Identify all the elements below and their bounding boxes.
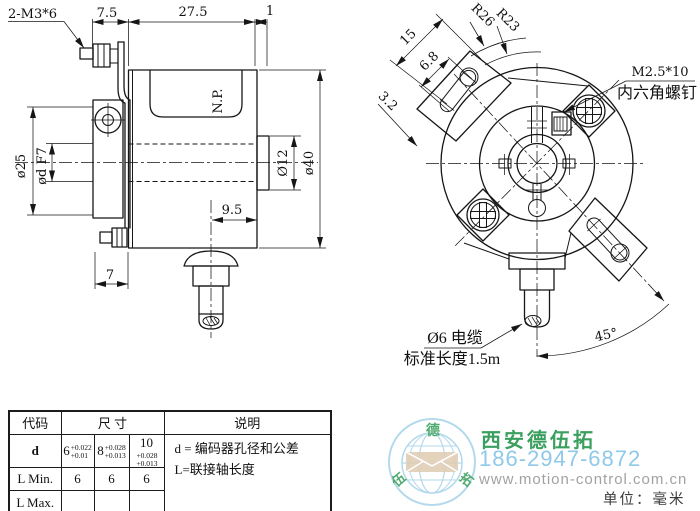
r23-arc (484, 51, 542, 66)
top-dimensions: 7.5 27.5 1 (92, 4, 274, 66)
header-size: 尺 寸 (60, 410, 165, 435)
desc-cell: d = 编码器孔径和公差 L=联接轴长度 (163, 433, 332, 511)
d-value-6: 6+0.022+0.01 (60, 433, 95, 469)
dim-7: 7 (106, 268, 114, 283)
lmax-value-3 (128, 490, 165, 511)
side-cable-gland (183, 200, 239, 338)
front-cable-gland (508, 252, 566, 328)
unit-note: 单位：毫米 (603, 492, 686, 508)
row-label-lmax: L Max. (8, 490, 62, 511)
dim-1: 1 (266, 4, 274, 19)
encoder-body-outline (127, 69, 258, 249)
r26-arc (470, 37, 527, 57)
m25-type-label: 内六角螺钉 (617, 84, 697, 102)
dim-r23: R23 (493, 6, 522, 35)
cable-length-label: 标准长度1.5m (404, 350, 501, 368)
screw-boss-bottom-left (456, 188, 510, 242)
dim-dia40: ø40 (302, 151, 317, 175)
row-label-d: d (8, 433, 62, 469)
cable-label: Ø6 电缆 (427, 329, 483, 347)
mounting-bracket (79, 41, 131, 248)
desc-line-2: L=联接轴长度 (174, 461, 255, 477)
cable-callout: Ø6 电缆 标准长度1.5m (404, 323, 523, 368)
np-label: N.P. (211, 89, 226, 114)
dim-45deg: 45° (593, 326, 619, 345)
header-code: 代码 (8, 410, 62, 435)
bottom-screw-shaft (99, 231, 113, 244)
logo-char-top: 德 (426, 422, 440, 439)
mounting-ear-bottom-right (568, 197, 648, 282)
screw-callout: 2-M3*6 (8, 7, 85, 49)
left-diameter-dims: ø25 ød F7 (14, 106, 93, 216)
dim-6-8: 6.8 (417, 49, 442, 74)
lmax-value-1 (60, 490, 95, 511)
table-row: d 6+0.022+0.01 8+0.028+0.013 10+0.028+0.… (8, 433, 332, 511)
envelope-icon (406, 452, 458, 472)
dim-dia12: Ø12 (276, 149, 291, 176)
lmax-value-2 (93, 490, 130, 511)
right-diameter-dims: Ø12 ø40 (259, 69, 326, 249)
dim-3-2: 3.2 (375, 89, 400, 114)
m3-screw-head (92, 43, 111, 68)
dim-27-5: 27.5 (179, 5, 208, 20)
d-value-8: 8+0.028+0.013 (93, 433, 130, 469)
lmin-value-2: 6 (93, 467, 130, 492)
side-view: N.P. (8, 4, 326, 338)
misc-dims: 9.5 7 (94, 203, 257, 289)
dim-dia-d: ød F7 (35, 147, 50, 185)
slot-dimensions: 15 6.8 3.2 (375, 13, 482, 147)
website-url: www.motion-control.com.cn (479, 471, 688, 488)
lmin-value-1: 6 (60, 467, 95, 492)
m25-callout: M2.5*10 内六角螺钉 (563, 65, 697, 113)
table-header-row: 代码 尺 寸 说明 (8, 410, 332, 435)
45deg-ray (453, 73, 665, 302)
m3-screw-shaft (79, 47, 94, 60)
row-label-lmin: L Min. (8, 467, 62, 492)
screw-spec-label: 2-M3*6 (8, 7, 57, 22)
bottom-screw-head (111, 227, 128, 248)
np-pocket (149, 69, 243, 118)
front-view: 45° 15 6.8 3.2 R26 R23 M2.5*10 内六角螺钉 (375, 1, 697, 368)
spec-table: 代码 尺 寸 说明 d 6+0.022+0.01 8+0.028+0.013 1… (8, 410, 332, 511)
lmin-value-3: 6 (128, 467, 165, 492)
hub-slots (498, 107, 576, 217)
shaft-stub (256, 135, 270, 191)
table-row: L Max. (8, 490, 331, 511)
desc-line-1: d = 编码器孔径和公差 (174, 440, 299, 456)
table-row: L Min. 6 6 6 (8, 467, 331, 492)
dim-9-5: 9.5 (222, 203, 243, 218)
watermark-logo: 德 伍 拓 (388, 418, 476, 506)
d-value-10: 10+0.028+0.013 (128, 433, 165, 469)
dim-dia25: ø25 (14, 154, 29, 178)
phone-number: 186-2947-6872 (479, 446, 642, 471)
45deg-dim-arc (536, 303, 670, 360)
m25-spec-label: M2.5*10 (631, 65, 688, 80)
clamp-collar (91, 99, 125, 219)
header-desc: 说明 (163, 410, 332, 435)
mounting-ear-top-left (416, 50, 512, 142)
radius-callouts: R26 R23 (468, 1, 522, 55)
dim-7-5: 7.5 (97, 6, 118, 21)
m25-screw-detail (551, 111, 572, 136)
company-name: 西安德伍拓 (481, 430, 596, 452)
